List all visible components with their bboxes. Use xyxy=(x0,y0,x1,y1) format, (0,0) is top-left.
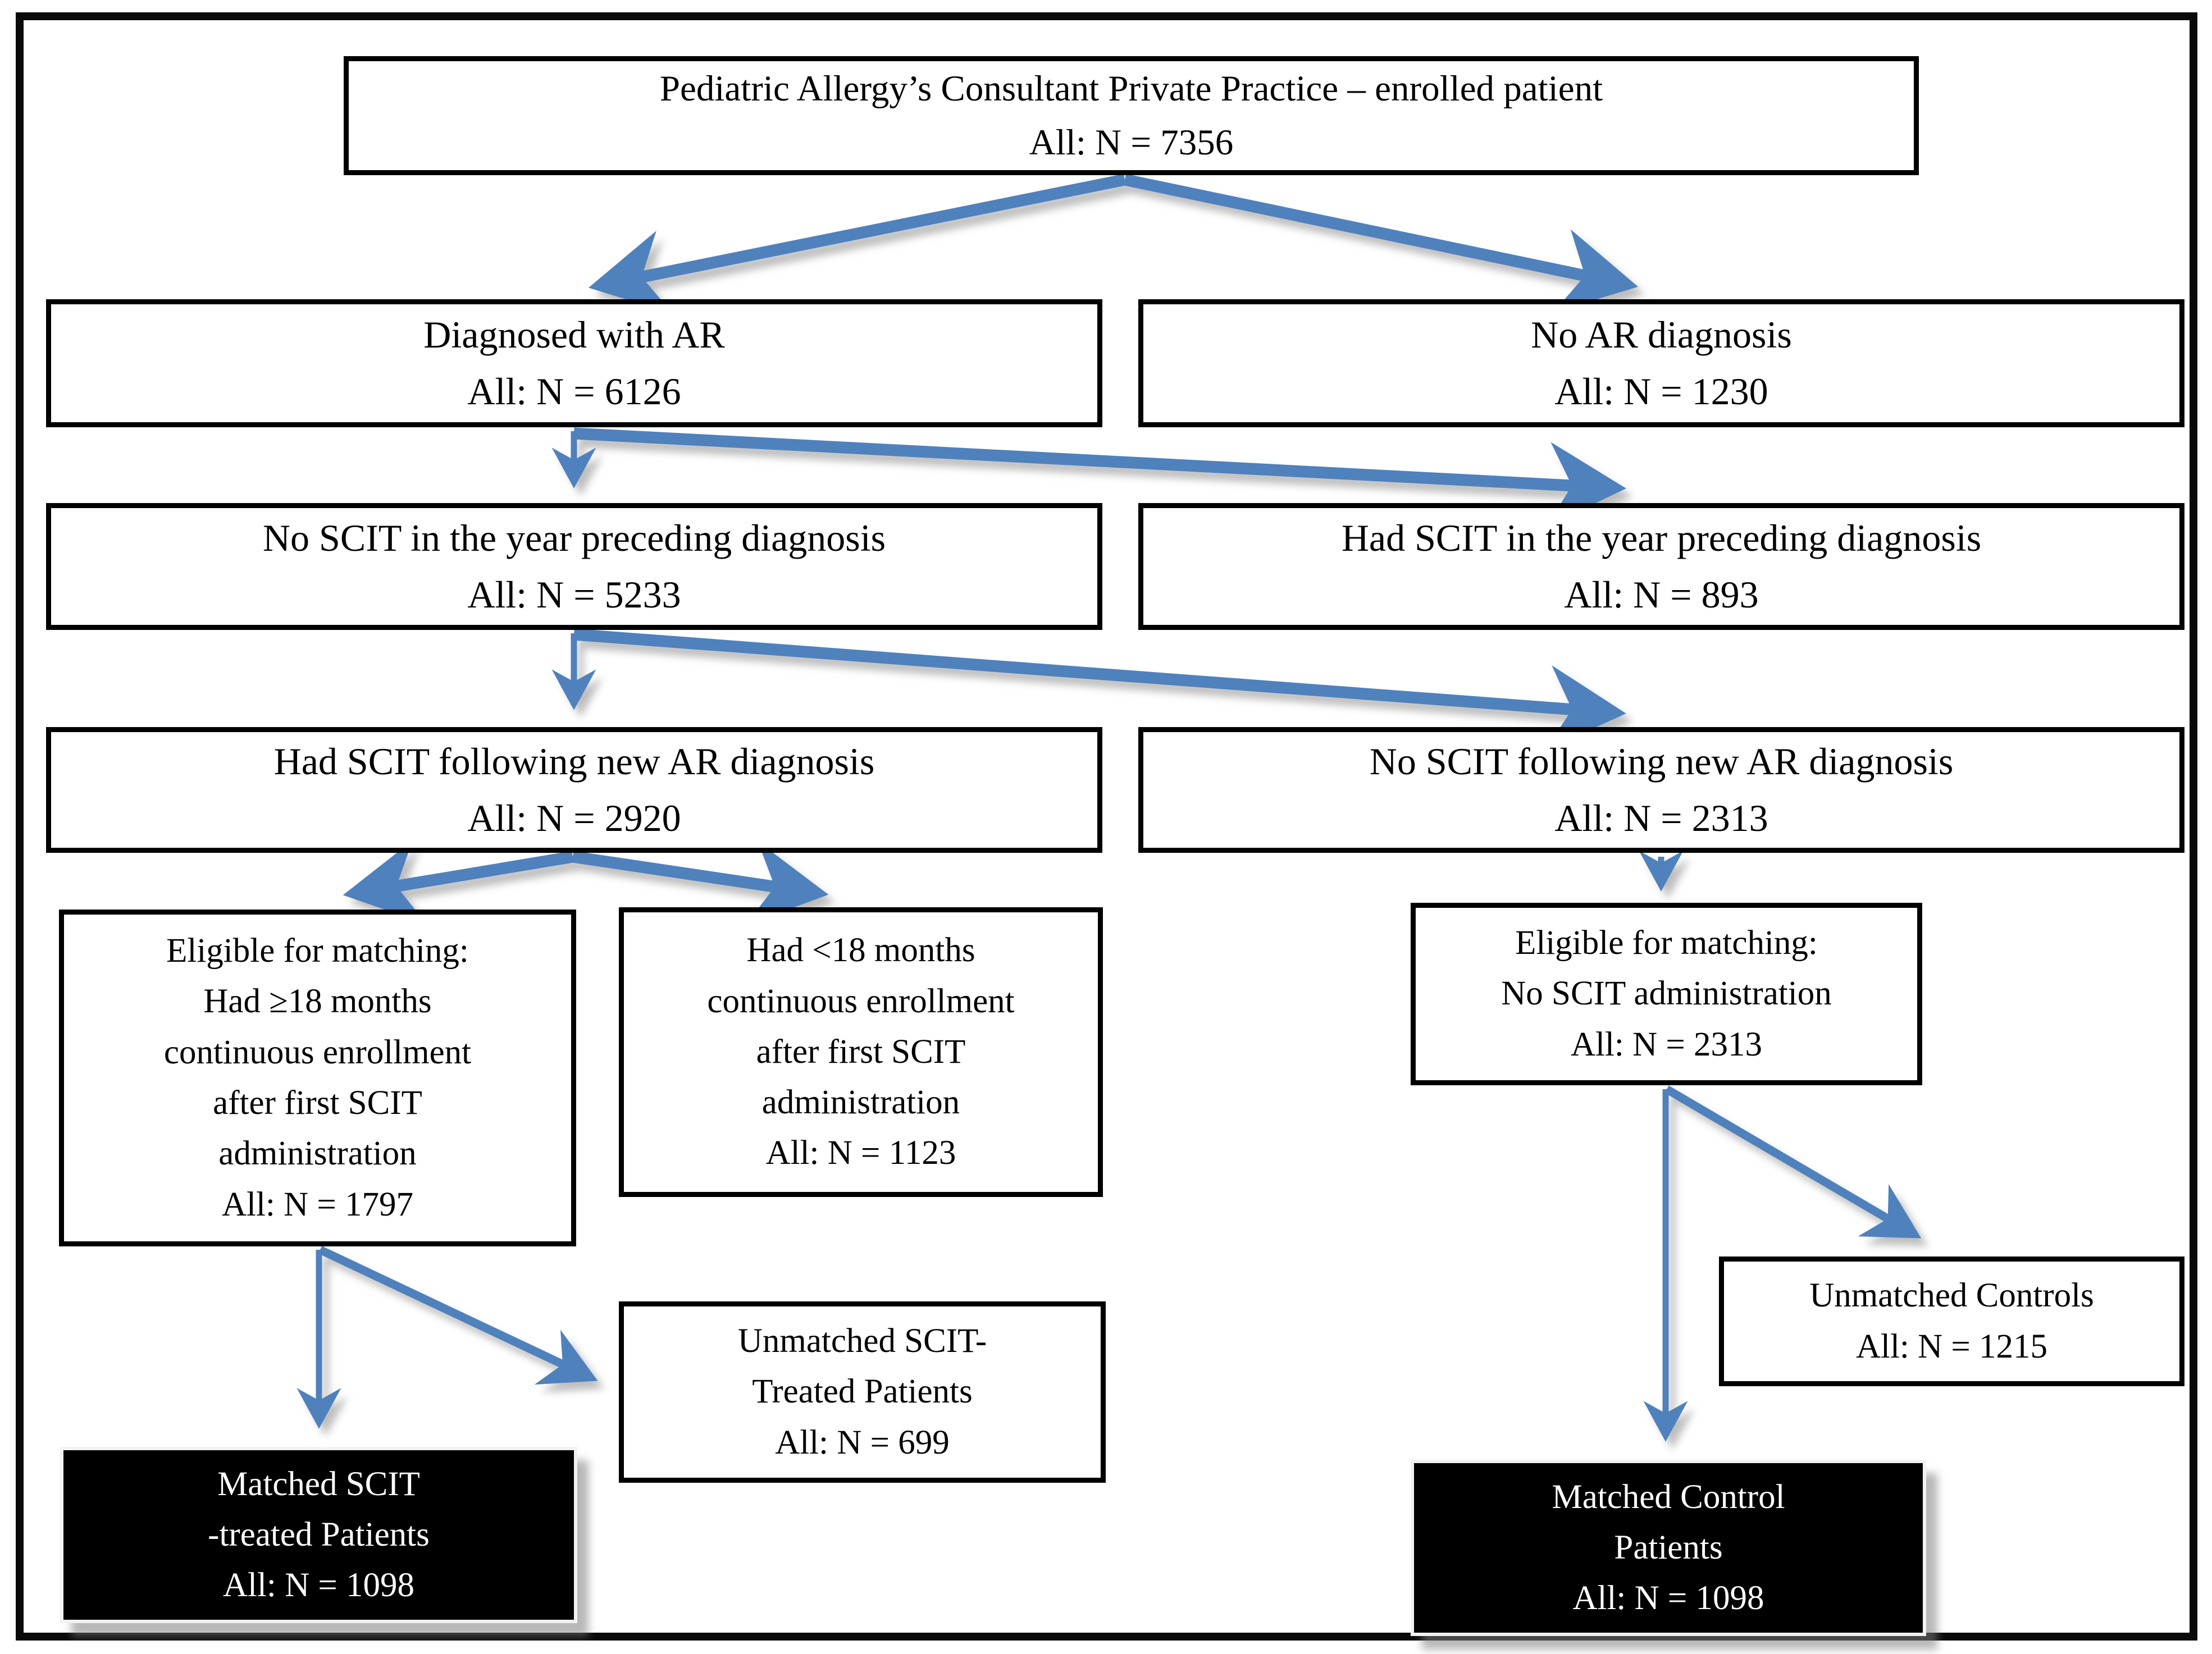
box-unmatched-scit-treated: Unmatched SCIT- Treated Patients All: N … xyxy=(619,1301,1106,1483)
box-eligible-matching-scit-text: Eligible for matching: Had ≥18 months co… xyxy=(163,932,472,1223)
box-under-18-months: Had <18 months continuous enrollment aft… xyxy=(619,907,1103,1197)
box-no-scit-preceding: No SCIT in the year preceding diagnosis … xyxy=(46,503,1102,630)
box-unmatched-controls: Unmatched Controls All: N = 1215 xyxy=(1719,1257,2184,1386)
box-matched-control: Matched Control Patients All: N = 1098 xyxy=(1411,1460,1926,1636)
box-eligible-matching-control-text: Eligible for matching: No SCIT administr… xyxy=(1501,924,1832,1063)
box-had-scit-preceding-text: Had SCIT in the year preceding diagnosis… xyxy=(1341,517,1982,616)
box-no-ar-diagnosis-text: No AR diagnosis All: N = 1230 xyxy=(1531,313,1792,413)
box-diagnosed-with-ar-text: Diagnosed with AR All: N = 6126 xyxy=(423,313,725,413)
box-matched-scit-treated: Matched SCIT -treated Patients All: N = … xyxy=(60,1447,577,1623)
box-no-ar-diagnosis: No AR diagnosis All: N = 1230 xyxy=(1138,299,2184,427)
box-under-18-months-text: Had <18 months continuous enrollment aft… xyxy=(707,931,1015,1172)
box-matched-scit-treated-text: Matched SCIT -treated Patients All: N = … xyxy=(208,1465,430,1605)
box-no-scit-following: No SCIT following new AR diagnosis All: … xyxy=(1138,727,2184,853)
box-enrolled-patients: Pediatric Allergy’s Consultant Private P… xyxy=(344,56,1919,175)
box-eligible-matching-control: Eligible for matching: No SCIT administr… xyxy=(1411,903,1922,1085)
box-no-scit-following-text: No SCIT following new AR diagnosis All: … xyxy=(1369,740,1954,839)
box-enrolled-patients-text: Pediatric Allergy’s Consultant Private P… xyxy=(659,68,1603,163)
box-no-scit-preceding-text: No SCIT in the year preceding diagnosis … xyxy=(262,517,886,616)
box-unmatched-scit-treated-text: Unmatched SCIT- Treated Patients All: N … xyxy=(737,1322,987,1461)
box-eligible-matching-scit: Eligible for matching: Had ≥18 months co… xyxy=(59,910,576,1246)
box-matched-control-text: Matched Control Patients All: N = 1098 xyxy=(1552,1478,1785,1618)
box-had-scit-following: Had SCIT following new AR diagnosis All:… xyxy=(46,727,1102,853)
box-diagnosed-with-ar: Diagnosed with AR All: N = 6126 xyxy=(46,299,1102,427)
box-had-scit-following-text: Had SCIT following new AR diagnosis All:… xyxy=(273,740,875,839)
box-unmatched-controls-text: Unmatched Controls All: N = 1215 xyxy=(1809,1277,2094,1365)
box-had-scit-preceding: Had SCIT in the year preceding diagnosis… xyxy=(1138,503,2184,630)
